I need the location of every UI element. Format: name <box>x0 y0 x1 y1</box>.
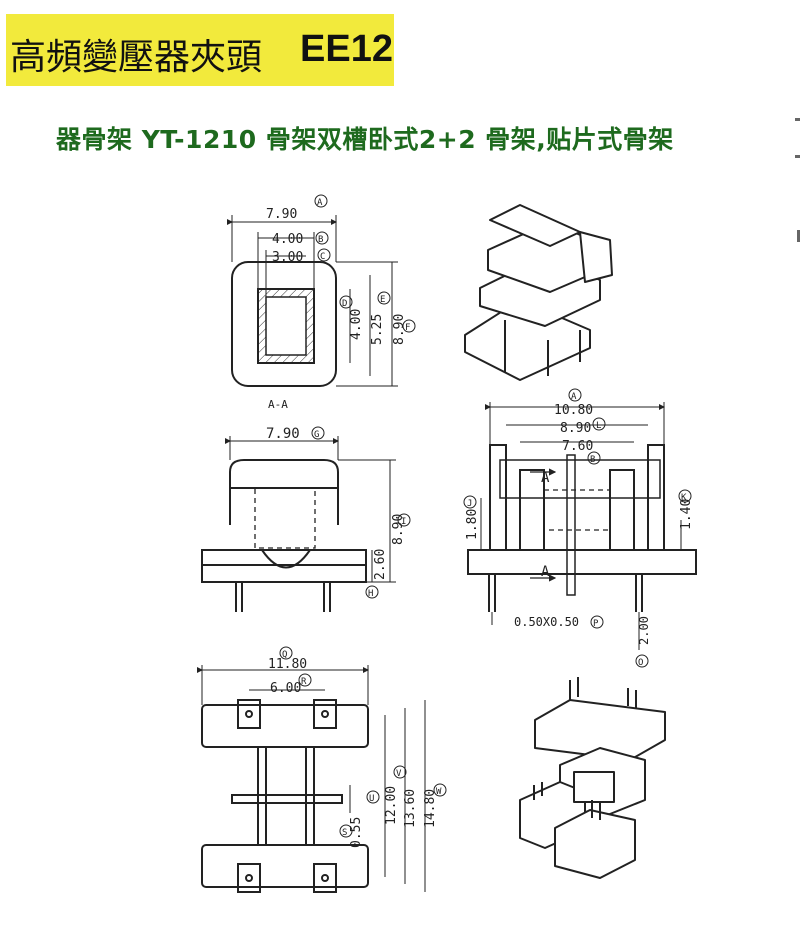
svg-text:Q: Q <box>282 650 287 660</box>
svg-text:B: B <box>318 235 323 245</box>
bottom-flange-top <box>201 704 369 748</box>
section-dim-labels: 7.90 A 4.00 B 3.00 C 4.00 5.25 8.90 D E … <box>266 194 416 411</box>
dim-label-u: 12.00 <box>384 786 399 825</box>
section-label: A-A <box>268 398 288 411</box>
svg-text:A: A <box>571 392 577 402</box>
svg-text:F: F <box>405 323 410 333</box>
section-view <box>227 215 398 387</box>
svg-text:C: C <box>320 252 325 262</box>
svg-text:O: O <box>638 658 643 668</box>
front-view <box>201 436 396 612</box>
front-flange-top <box>229 459 339 525</box>
section-outer-outline <box>231 261 337 387</box>
dim-label-d: 4.00 <box>349 309 364 340</box>
svg-text:I: I <box>401 517 406 527</box>
dim-label-c: 3.00 <box>272 250 303 265</box>
bottom-flange-bottom <box>201 844 369 888</box>
svg-text:U: U <box>369 794 374 804</box>
side-view <box>467 402 697 650</box>
page-title: 高頻變壓器夾頭 <box>10 37 263 78</box>
dim-label-side-a: 10.80 <box>554 403 593 418</box>
svg-text:R: R <box>301 677 307 687</box>
dim-label-a: 7.90 <box>266 207 297 222</box>
svg-text:V: V <box>396 769 402 779</box>
dim-label-g: 7.90 <box>266 426 300 442</box>
dim-label-j: 1.80 <box>465 509 480 540</box>
bottom-dim-labels: Q 11.80 R 6.00 12.00 U 13.60 V 14.80 W 0… <box>268 646 447 848</box>
dim-label-h: 2.60 <box>373 549 388 580</box>
dim-label-e: 5.25 <box>370 314 385 345</box>
dim-label-r: 6.00 <box>270 681 301 696</box>
title-highlight <box>6 14 394 86</box>
dim-label-f: 8.90 <box>392 314 407 345</box>
section-mark-top: A <box>541 470 550 486</box>
dim-label-w: 14.80 <box>423 789 438 828</box>
dim-label-v: 13.60 <box>403 789 418 828</box>
dim-label-b: 4.00 <box>272 232 303 247</box>
isometric-view-bottom <box>519 677 666 879</box>
svg-text:K: K <box>681 493 687 503</box>
svg-text:H: H <box>368 589 373 599</box>
dim-label-k: 1.40 <box>679 499 694 530</box>
dim-label-i: 8.90 <box>391 514 406 545</box>
isometric-view-top <box>464 204 613 381</box>
svg-text:P: P <box>593 619 599 629</box>
svg-text:B: B <box>590 455 595 465</box>
edge-mark <box>795 155 800 158</box>
bottom-view <box>197 665 426 893</box>
svg-text:W: W <box>436 787 442 797</box>
svg-text:L: L <box>596 421 601 431</box>
svg-text:G: G <box>314 430 319 440</box>
section-core-window <box>265 296 307 356</box>
front-dim-labels: 7.90 G 8.90 I 2.60 H <box>266 426 411 599</box>
dim-label-side-b: 7.60 <box>562 439 593 454</box>
svg-text:J: J <box>467 499 472 509</box>
svg-text:S: S <box>342 828 347 838</box>
svg-text:D: D <box>342 299 347 309</box>
svg-text:E: E <box>380 295 385 305</box>
dim-label-s: 0.55 <box>349 817 364 848</box>
side-dim-labels: 10.80 A 8.90 L 7.60 B A A 1.80 J 1.40 K … <box>463 388 694 668</box>
dim-label-pin: 0.50X0.50 <box>514 615 579 629</box>
edge-mark <box>795 118 800 121</box>
svg-text:A: A <box>317 198 323 208</box>
model-code: EE12 <box>300 28 393 70</box>
subtitle: 器骨架 YT-1210 骨架双槽卧式2+2 骨架,贴片式骨架 <box>56 125 674 154</box>
section-mark-bottom: A <box>541 564 550 580</box>
dim-label-pin-len: 2.00 <box>637 616 651 645</box>
dim-label-q: 11.80 <box>268 657 307 672</box>
edge-mark <box>797 230 800 242</box>
dim-label-l: 8.90 <box>560 421 591 436</box>
